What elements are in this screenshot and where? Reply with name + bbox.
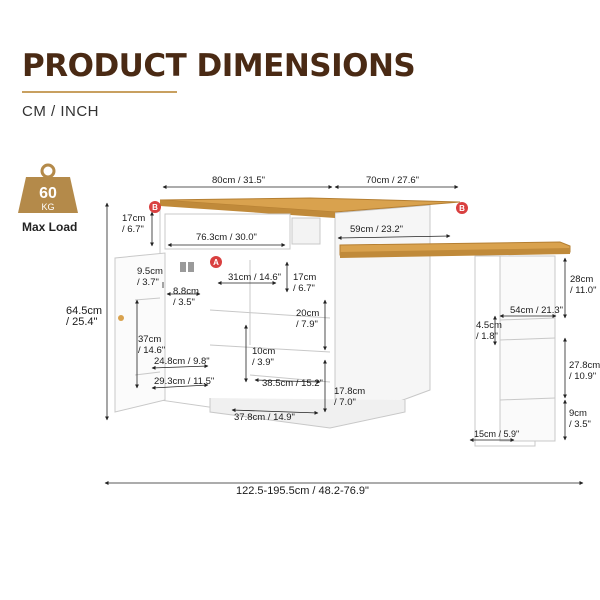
load-unit: KG (41, 202, 54, 212)
page-title: PRODUCT DIMENSIONS (22, 48, 416, 84)
dim-leg-depth: 4.5cm / 1.8" (476, 320, 502, 342)
dim-leg-base: 9cm / 3.5" (569, 408, 591, 430)
dim-leg-width: 54cm / 21.3" (510, 305, 564, 316)
units-label: CM / INCH (22, 103, 99, 120)
marker-b-left-label: B (152, 203, 158, 212)
door-knob-icon (118, 315, 124, 321)
marker-b-left (149, 201, 161, 213)
dim-open-shelf-height: 17.8cm / 7.0" (334, 386, 366, 408)
max-load-caption: Max Load (22, 220, 78, 234)
dim-bottom-width: 37.8cm / 14.9" (234, 412, 295, 423)
dim-leg-middle: 27.8cm / 10.9" (569, 360, 600, 382)
marker-a (210, 256, 222, 268)
dim-leg-foot: 15cm / 5.9" (474, 429, 520, 439)
marker-b-right (456, 202, 468, 214)
load-value: 60 (39, 185, 57, 202)
dim-side-pocket: 17cm / 6.7" (293, 272, 317, 294)
title-underline (22, 91, 177, 93)
marker-b-right-label: B (459, 204, 465, 213)
extension-table (339, 241, 571, 447)
dim-shelf-width-2: 29.3cm / 11.5" (154, 376, 215, 387)
weight-icon (18, 163, 78, 213)
dim-inner-width: 31cm / 14.6" (228, 272, 282, 283)
dim-leg-upper: 28cm / 11.0" (570, 274, 597, 296)
dim-shelf-width-1: 24.8cm / 9.8" (154, 356, 210, 367)
dim-door-shelf-depth: 8.8cm / 3.5" (173, 286, 199, 308)
dim-top-width: 80cm / 31.5" (212, 175, 266, 186)
dim-overall-length: 122.5-195.5cm / 48.2-76.9" (236, 485, 369, 497)
dim-open-shelf-width: 38.5cm / 15.2" (262, 378, 323, 389)
dim-extension-width: 70cm / 27.6" (366, 175, 420, 186)
dim-shelf-gap: 10cm / 3.9" (252, 346, 276, 368)
dim-total-height: 64.5cm / 25.4" (66, 305, 103, 328)
countertop (159, 197, 461, 218)
dim-extension-inner: 59cm / 23.2" (350, 224, 404, 235)
dim-drawer-width: 76.3cm / 30.0" (196, 232, 257, 243)
dim-inner-height: 20cm / 7.9" (296, 308, 320, 330)
dim-door-shelf-width: 9.5cm / 3.7" (137, 266, 163, 288)
dim-door-height: 37cm / 14.6" (138, 334, 166, 356)
marker-a-label: A (213, 258, 219, 267)
dimension-lines (104, 185, 584, 485)
hinge-icon (180, 262, 194, 272)
dim-drawer-height: 17cm / 6.7" (122, 213, 146, 235)
open-door (114, 252, 166, 413)
